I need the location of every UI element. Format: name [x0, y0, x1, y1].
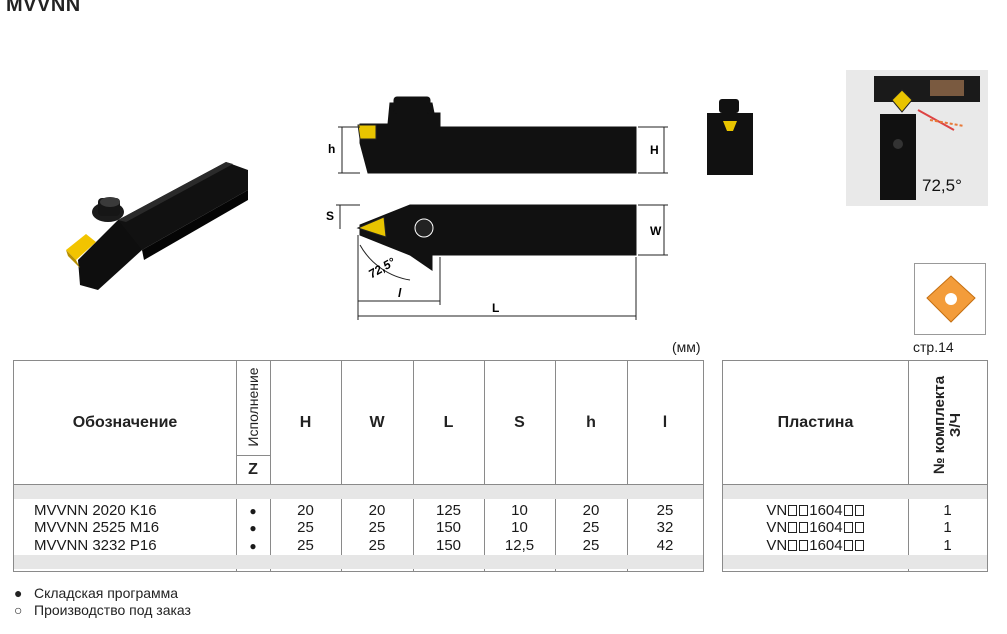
insert-page-ref[interactable]: стр.14 [913, 339, 954, 355]
table-row-mark: ● [249, 504, 257, 518]
insert-code-prefix: VN [766, 502, 788, 519]
insert-code-prefix: VN [766, 519, 788, 536]
header-L: L [443, 413, 454, 431]
table-row-H: 20 [297, 502, 314, 519]
dim-h-label: h [328, 142, 335, 156]
insert-code-mid: 1604 [809, 537, 843, 554]
insert-icon[interactable] [914, 263, 986, 335]
table-row-designation: MVVNN 2525 M16 [34, 519, 160, 536]
table-row-W: 25 [368, 537, 386, 554]
dim-H-label: H [650, 143, 659, 157]
table-row-h: 25 [582, 519, 600, 536]
tool-photo [66, 162, 248, 290]
header-designation: Обозначение [72, 413, 178, 431]
table-row-L: 150 [435, 537, 462, 554]
insert-table: Пластина № комплекта З/Ч VN 1604 1 VN 1604… [722, 360, 988, 572]
table-row-designation: MVVNN 3232 P16 [34, 537, 157, 554]
table-row-L: 150 [435, 519, 462, 536]
table-row-h: 25 [582, 537, 600, 554]
table-row-designation: MVVNN 2020 K16 [34, 502, 157, 519]
insert-code-prefix: VN [766, 537, 788, 554]
insert-row: VN 1604 [723, 502, 908, 520]
header-h: h [586, 413, 596, 431]
table-row-W: 20 [368, 502, 386, 519]
table-row-L: 125 [435, 502, 462, 519]
filled-dot-icon: ● [14, 585, 23, 601]
insert-row: VN 1604 [723, 537, 908, 555]
insert-row-set: 1 [943, 537, 952, 554]
header-insert: Пластина [777, 413, 854, 431]
table-row-S: 10 [511, 502, 528, 519]
detail-view: 72,5° [846, 70, 988, 206]
header-H: H [299, 413, 312, 431]
main-table: Обозначение Исполнение Z H W L S h l MVV… [13, 360, 704, 572]
header-l: l [662, 413, 668, 431]
page-title: MVVNN [6, 0, 81, 16]
legend-item-stock: ● Складская программа [14, 585, 178, 601]
end-view [707, 99, 753, 175]
header-version-z: Z [248, 460, 258, 478]
legend-text: Производство под заказ [34, 602, 191, 618]
insert-row-set: 1 [943, 502, 952, 519]
angle-label: 72,5° [366, 255, 398, 281]
dim-L-label: L [492, 301, 499, 315]
table-row-h: 20 [582, 502, 600, 519]
detail-angle-label: 72,5° [922, 176, 962, 195]
dim-l-label: l [398, 286, 402, 300]
legend-text: Складская программа [34, 585, 179, 601]
table-row-S: 12,5 [504, 537, 535, 554]
insert-row: VN 1604 [723, 519, 908, 537]
table-row-mark: ● [249, 539, 257, 553]
dim-S-label: S [326, 209, 334, 223]
table-row-l: 42 [656, 537, 674, 554]
header-version: Исполнение [245, 367, 261, 447]
insert-row-set: 1 [943, 519, 952, 536]
table-row-l: 25 [656, 502, 674, 519]
empty-dot-icon: ○ [14, 602, 23, 618]
insert-code-mid: 1604 [809, 519, 843, 536]
technical-drawing: h H S W l L 72,5° [326, 96, 668, 320]
table-row-H: 25 [297, 519, 314, 536]
header-S: S [514, 413, 525, 431]
header-spare-set: № комплекта З/Ч [931, 375, 964, 475]
table-row-S: 10 [511, 519, 528, 536]
table-row-l: 32 [656, 519, 674, 536]
table-row-H: 25 [297, 537, 314, 554]
legend-item-order: ○ Производство под заказ [14, 602, 191, 618]
insert-code-mid: 1604 [809, 502, 843, 519]
units-label: (мм) [672, 339, 701, 355]
table-row-mark: ● [249, 521, 257, 535]
dim-W-label: W [650, 224, 662, 238]
table-row-W: 25 [368, 519, 386, 536]
header-W: W [369, 413, 385, 431]
